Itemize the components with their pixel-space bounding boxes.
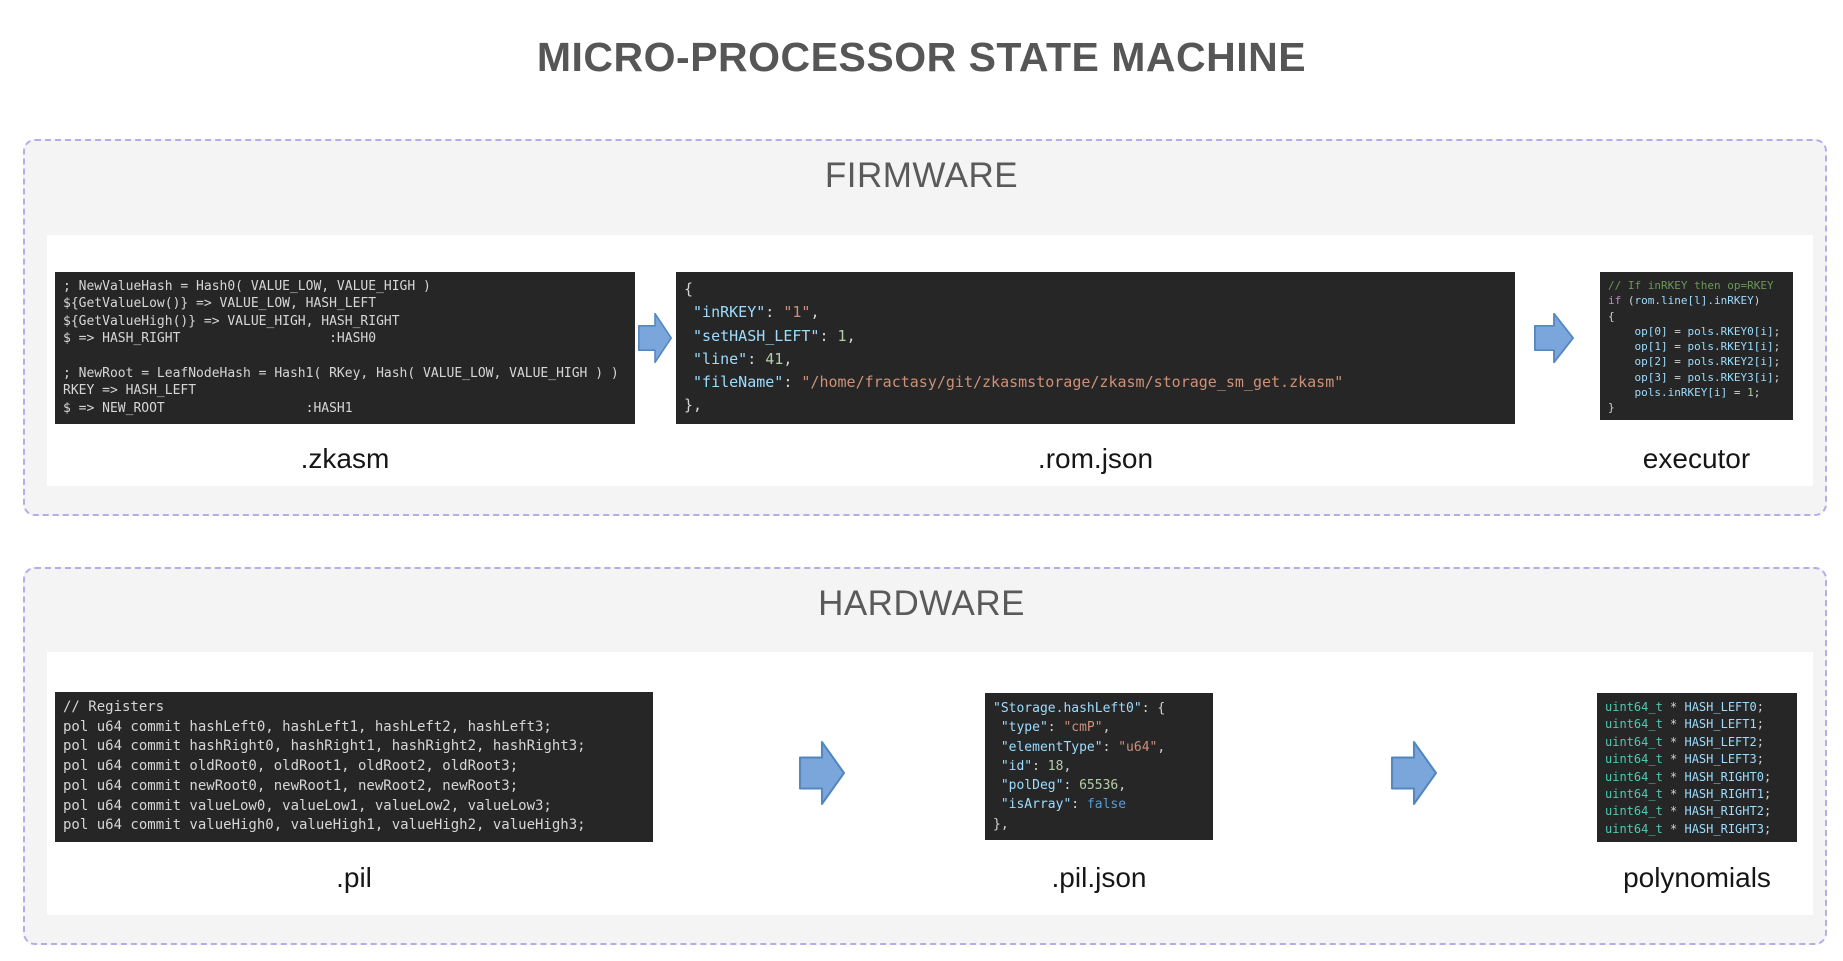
flow-arrow-icon <box>799 741 845 805</box>
polynomials-code-block: uint64_t * HASH_LEFT0;uint64_t * HASH_LE… <box>1597 693 1797 842</box>
executor-label: executor <box>1642 443 1751 474</box>
rom-json-label: .rom.json <box>1037 443 1154 474</box>
firmware-heading: FIRMWARE <box>824 156 1019 195</box>
pil-label: .pil <box>336 862 372 893</box>
zkasm-code-block: ; NewValueHash = Hash0( VALUE_LOW, VALUE… <box>55 272 635 424</box>
flow-arrow-icon <box>638 312 672 364</box>
hardware-heading: HARDWARE <box>818 584 1025 623</box>
zkasm-label: .zkasm <box>300 443 390 474</box>
polynomials-label: polynomials <box>1623 862 1771 893</box>
pil-json-code-block: "Storage.hashLeft0": { "type": "cmP", "e… <box>985 693 1213 840</box>
pil-json-label: .pil.json <box>1051 862 1147 893</box>
page-title: MICRO-PROCESSOR STATE MACHINE <box>536 34 1307 80</box>
rom-json-code-block: { "inRKEY": "1", "setHASH_LEFT": 1, "lin… <box>676 272 1515 424</box>
flow-arrow-icon <box>1391 741 1437 805</box>
flow-arrow-icon <box>1534 312 1574 364</box>
